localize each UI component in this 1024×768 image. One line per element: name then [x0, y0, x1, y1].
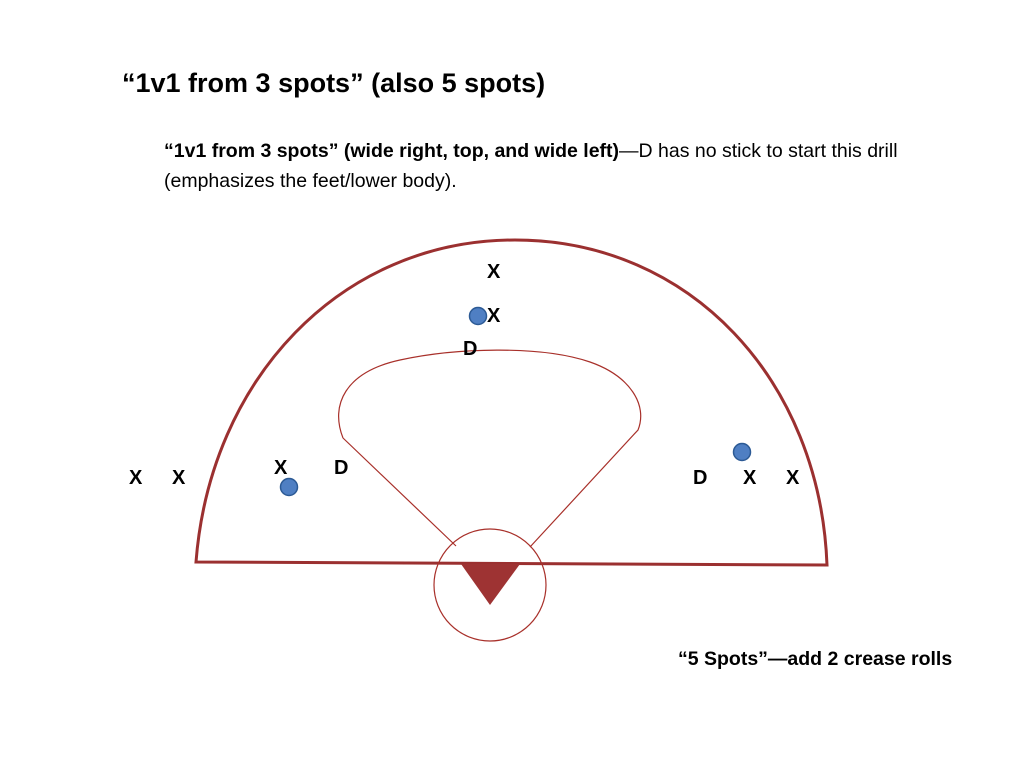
- ball-top: [468, 306, 488, 326]
- crease-circle: [433, 528, 547, 642]
- marker-right-x-inner: X: [743, 467, 757, 489]
- outer-arc: [194, 238, 829, 567]
- marker-top-x-outer: X: [487, 261, 501, 283]
- goal-triangle: [461, 564, 520, 605]
- five-spots-note: “5 Spots”—add 2 crease rolls: [678, 648, 953, 670]
- drill-description-bold: “1v1 from 3 spots” (wide right, top, and…: [164, 140, 620, 162]
- marker-right-d: D: [693, 467, 707, 489]
- marker-left-d: D: [334, 457, 348, 479]
- ball-right: [732, 442, 752, 462]
- drill-description-rest: —D has no stick to start this drill (emp…: [164, 140, 898, 192]
- marker-right-x-outer: X: [786, 467, 800, 489]
- ball-left: [279, 477, 299, 497]
- marker-left-x-far: X: [129, 467, 143, 489]
- slide-title: “1v1 from 3 spots” (also 5 spots): [122, 68, 546, 98]
- marker-left-x-near: X: [172, 467, 186, 489]
- drill-description: “1v1 from 3 spots” (wide right, top, and…: [164, 136, 964, 196]
- inner-wedge: [338, 349, 642, 548]
- marker-top-x-inner: X: [487, 305, 501, 327]
- marker-top-d: D: [463, 338, 477, 360]
- marker-left-x-inner: X: [274, 457, 288, 479]
